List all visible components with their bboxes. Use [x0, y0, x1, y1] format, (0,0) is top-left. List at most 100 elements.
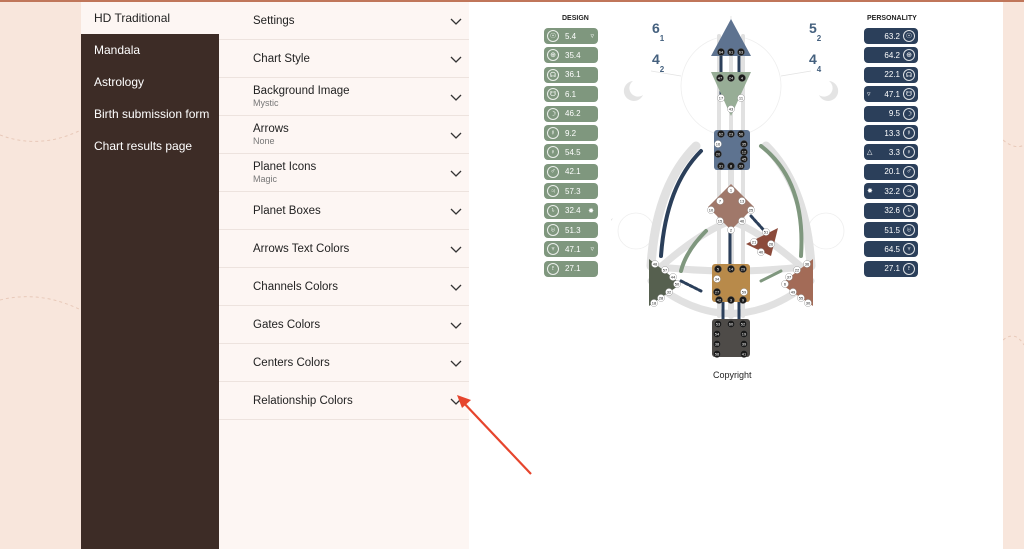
- gate-52: 52: [739, 320, 747, 328]
- planet-glyph-icon: ⊕: [903, 49, 915, 62]
- planet-glyph-icon: ☿: [903, 127, 915, 139]
- chevron-down-icon[interactable]: [449, 166, 463, 180]
- svg-text:42: 42: [717, 297, 722, 302]
- sidebar-item-hd-traditional[interactable]: HD Traditional: [81, 2, 219, 34]
- gate-59: 59: [740, 288, 748, 296]
- planet-glyph-icon: ♄: [903, 204, 915, 217]
- svg-text:47: 47: [718, 75, 723, 80]
- svg-text:44: 44: [671, 274, 676, 279]
- chevron-down-icon[interactable]: [449, 52, 463, 66]
- chevron-down-icon[interactable]: [449, 14, 463, 28]
- svg-text:4: 4: [741, 75, 744, 80]
- gate-21: 21: [750, 238, 758, 246]
- personality-planet-box: ☿13.3: [864, 125, 918, 141]
- settings-section-channels-colors[interactable]: Channels Colors: [219, 268, 469, 306]
- planet-gate-value: 32.4: [565, 206, 581, 216]
- gate-28: 28: [657, 294, 665, 302]
- planet-glyph-icon: ♃: [547, 185, 559, 198]
- svg-text:46: 46: [740, 218, 745, 223]
- chevron-down-icon[interactable]: [449, 356, 463, 370]
- settings-section-planet-boxes[interactable]: Planet Boxes: [219, 192, 469, 230]
- design-planet-box: ♀54.5: [544, 144, 598, 161]
- settings-section-arrows-text-colors[interactable]: Arrows Text Colors: [219, 230, 469, 268]
- svg-text:33: 33: [739, 163, 744, 168]
- svg-text:14: 14: [729, 266, 734, 271]
- gate-58: 58: [713, 350, 721, 358]
- svg-text:38: 38: [715, 341, 720, 346]
- gate-25: 25: [747, 206, 755, 214]
- settings-section-relationship-colors[interactable]: Relationship Colors: [219, 382, 469, 420]
- settings-section-centers-colors[interactable]: Centers Colors: [219, 344, 469, 382]
- section-title: Settings: [253, 14, 295, 27]
- planet-glyph-icon: ☊: [903, 68, 915, 81]
- svg-text:58: 58: [715, 351, 720, 356]
- gate-2: 2: [727, 226, 735, 234]
- section-title: Relationship Colors: [253, 394, 353, 407]
- planet-gate-value: 9.2: [565, 128, 577, 138]
- section-title: Planet Boxes: [253, 204, 321, 217]
- sidebar: HD Traditional Mandala Astrology Birth s…: [81, 2, 219, 549]
- planet-gate-value: 63.2: [884, 31, 900, 41]
- settings-section-gates-colors[interactable]: Gates Colors: [219, 306, 469, 344]
- ajna-center: [711, 72, 751, 116]
- svg-text:62: 62: [719, 131, 724, 136]
- gate-61: 61: [727, 48, 735, 56]
- planet-glyph-icon: ☿: [547, 127, 559, 139]
- sidebar-item-chart-results-page[interactable]: Chart results page: [94, 139, 193, 153]
- gate-60: 60: [727, 320, 735, 328]
- design-planet-box: ♄32.4✸: [544, 202, 598, 219]
- gate-50: 50: [673, 280, 681, 288]
- design-planet-box: ♂42.1: [544, 163, 598, 180]
- chevron-down-icon[interactable]: [449, 204, 463, 218]
- section-title: Chart Style: [253, 52, 310, 65]
- gate-23: 23: [727, 130, 735, 138]
- personality-planet-box: ♇27.1: [864, 260, 918, 277]
- root-center: [712, 319, 750, 357]
- chevron-down-icon[interactable]: [449, 280, 463, 294]
- svg-text:64: 64: [719, 49, 724, 54]
- gate-39: 39: [740, 340, 748, 348]
- chart-preview: DESIGN PERSONALITY ☉5.4▿⊕35.4☊36.1☋6.1☽4…: [457, 2, 1003, 549]
- svg-text:63: 63: [739, 49, 744, 54]
- planet-status-icon: ▿: [590, 246, 594, 254]
- svg-text:2: 2: [730, 227, 733, 232]
- settings-section-chart-style[interactable]: Chart Style: [219, 40, 469, 78]
- gate-11: 11: [737, 94, 745, 102]
- personality-profile-number-bottom: 44: [809, 51, 822, 74]
- chevron-down-icon[interactable]: [449, 242, 463, 256]
- gate-3: 3: [727, 296, 735, 304]
- gate-62: 62: [717, 130, 725, 138]
- top-accent-line: [0, 0, 1024, 2]
- gate-26: 26: [767, 240, 775, 248]
- moon-decorations: [611, 81, 839, 221]
- chevron-down-icon[interactable]: [449, 128, 463, 142]
- sidebar-item-mandala[interactable]: Mandala: [94, 43, 141, 57]
- personality-profile-number-top: 52: [809, 20, 822, 43]
- planet-status-icon: ▿: [867, 91, 871, 99]
- gate-47: 47: [716, 74, 724, 82]
- gate-35: 35: [740, 140, 748, 148]
- planet-gate-value: 42.1: [565, 167, 581, 177]
- planet-glyph-icon: ☽: [547, 107, 559, 120]
- sidebar-item-birth-submission-form[interactable]: Birth submission form: [94, 107, 210, 121]
- settings-section-settings[interactable]: Settings: [219, 2, 469, 40]
- chevron-down-icon[interactable]: [449, 318, 463, 332]
- svg-text:31: 31: [719, 163, 724, 168]
- svg-text:22: 22: [795, 267, 800, 272]
- gate-32: 32: [665, 288, 673, 296]
- gate-13: 13: [738, 197, 746, 205]
- planet-gate-value: 35.4: [565, 50, 581, 60]
- section-title: Arrows: [253, 123, 289, 135]
- planet-gate-value: 57.3: [565, 186, 581, 196]
- svg-text:13: 13: [740, 198, 745, 203]
- svg-text:30: 30: [806, 300, 811, 305]
- gate-36: 36: [803, 260, 811, 268]
- sidebar-item-astrology[interactable]: Astrology: [94, 75, 145, 89]
- chevron-down-icon[interactable]: [449, 90, 463, 104]
- svg-text:57: 57: [663, 267, 668, 272]
- gate-4: 4: [738, 74, 746, 82]
- gate-48: 48: [651, 260, 659, 268]
